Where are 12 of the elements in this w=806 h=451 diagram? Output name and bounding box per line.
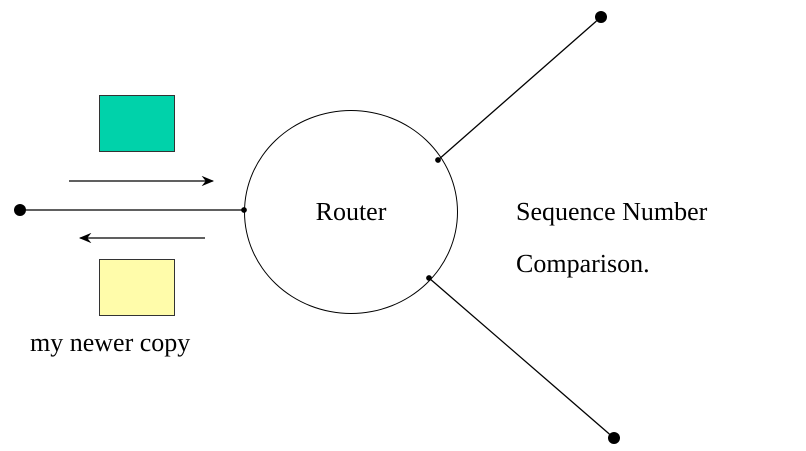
caption-text: my newer copy: [30, 328, 190, 358]
connector-line: [426, 275, 610, 435]
packet-block: [99, 259, 175, 316]
annotation-text: Sequence Number Comparison.: [516, 196, 708, 280]
packet-block: [99, 95, 175, 152]
connector-line: [435, 20, 597, 163]
endpoint-dot: [14, 204, 26, 216]
router-circle: [244, 110, 458, 314]
node-label: Router: [316, 197, 386, 227]
connector-line: [26, 207, 247, 213]
endpoint-dot: [595, 11, 607, 23]
endpoint-dot: [608, 432, 620, 444]
